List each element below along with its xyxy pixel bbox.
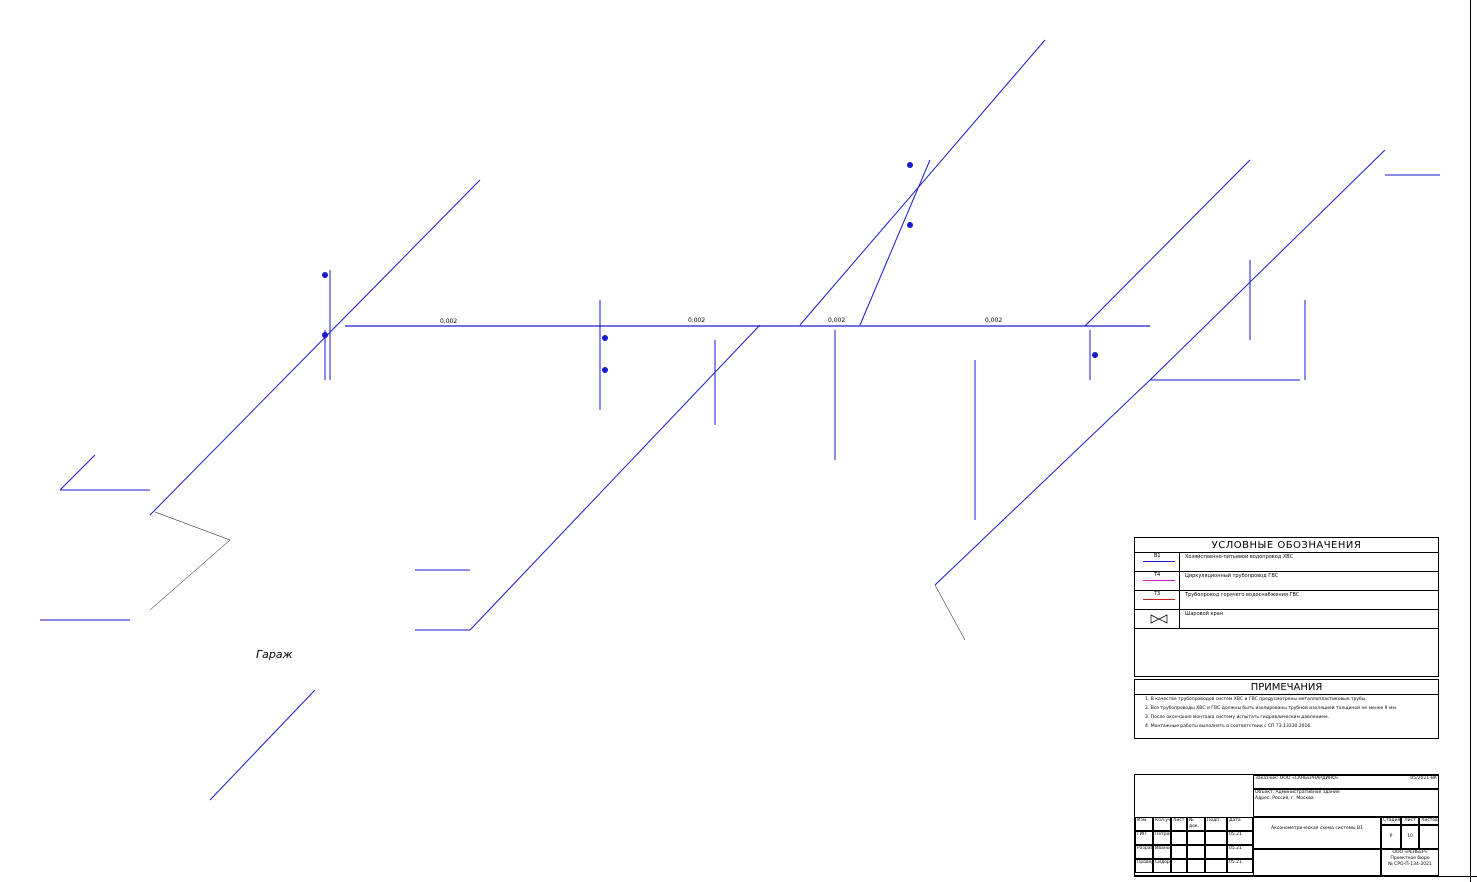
slope-label-1: 0,002 [688,317,705,324]
legend-title: УСЛОВНЫЕ ОБОЗНАЧЕНИЯ [1135,539,1438,553]
signature-cell: Иванов [1153,845,1171,859]
pipe-segment [149,539,231,611]
signature-cell: Кол.уч [1153,817,1171,831]
org-line: ООО «РЕНЬЕР» [1392,850,1428,855]
pipe-segment [934,584,966,641]
notes-title: ПРИМЕЧАНИЯ [1135,681,1438,695]
legend-symbol: Т4 [1139,572,1180,590]
pipe-segment [859,159,931,326]
org-line: № СРО-П-134-2021 [1388,862,1432,867]
note-item: 3. После окончания монтажа систему испыт… [1145,715,1329,720]
legend-symbol: Т3 [1139,591,1180,609]
note-item: 4. Монтажные работы выполнять в соответс… [1145,724,1312,729]
legend-text: Хозяйственно-питьевой водопровод ХВС [1185,554,1294,560]
note-item: 1. В качестве трубопроводов систем ХВС и… [1145,697,1367,702]
signature-cell: Проверил [1135,859,1153,873]
signature-cell: Подп. [1205,817,1227,831]
sheets-value [1419,825,1439,849]
signature-cell [1187,845,1205,859]
object-line: Объект: Административное здание [1255,790,1340,795]
address-line: Адрес: Россия, г. Москва [1255,796,1314,801]
pipe-segment [154,511,231,541]
signature-cell: Разработал [1135,845,1153,859]
valve-icon [1092,352,1098,358]
title-block: Заказчик: ООО «САНБЕРНАРДИНО»05/2021-ВК … [1134,774,1439,876]
valve-icon [907,162,913,168]
signature-cell [1205,831,1227,845]
signature-cell: Сидоров [1153,859,1171,873]
signature-cell: Петров [1153,831,1171,845]
pipe-segment [59,454,96,491]
project-code: 05/2021-ВК [1410,776,1437,781]
customer-cell: Заказчик: ООО «САНБЕРНАРДИНО» 05/2021-ВК [1253,775,1439,789]
pipe-segment [149,179,481,516]
pipe-segment [799,39,1046,326]
legend-text: Трубопровод горячего водоснабжения ГВС [1185,592,1300,598]
signature-cell: 05.21 [1227,845,1253,859]
legend-symbol: В1 [1139,553,1180,571]
legend: УСЛОВНЫЕ ОБОЗНАЧЕНИЯ В1 Хозяйственно-пит… [1134,537,1439,677]
sheet-header: Лист [1401,817,1419,825]
valve-icon [602,335,608,341]
legend-code: Т4 [1153,572,1162,578]
legend-row: Т4 Циркуляционный трубопровод ГВС [1135,572,1438,591]
sheet-value: 10 [1401,825,1419,849]
customer-line: Заказчик: ООО «САНБЕРНАРДИНО» [1255,776,1339,781]
signature-cell: № док. [1187,817,1205,831]
valve-icon [322,332,328,338]
valve-icon [907,222,913,228]
pipe-segment [469,324,761,631]
signature-cell [1205,845,1227,859]
signature-cell: 05.21 [1227,831,1253,845]
signature-cell [1187,831,1205,845]
legend-text: Циркуляционный трубопровод ГВС [1185,573,1279,579]
sheet-title: Аксонометрическая схема системы В1 [1271,826,1363,831]
org-line: Проектное бюро [1390,856,1430,861]
signature-cell [1187,859,1205,873]
frame-border-right [1470,0,1471,882]
pipe-segment [934,379,1151,586]
org-cell: ООО «РЕНЬЕР» Проектное бюро № СРО-П-134-… [1381,849,1439,876]
signature-cell [1171,845,1187,859]
valve-icon [602,367,608,373]
slope-label-3: 0,002 [985,317,1002,324]
signature-cell [1205,859,1227,873]
legend-text: Шаровой кран [1185,611,1224,617]
legend-code: Т3 [1153,591,1162,597]
legend-row: Т3 Трубопровод горячего водоснабжения ГВ… [1135,591,1438,610]
signature-cell: Дата [1227,817,1253,831]
pipe-network [40,39,1440,801]
signature-cell: Лист [1171,817,1187,831]
legend-row: Шаровой кран [1135,610,1438,629]
stage-value: Р [1381,825,1401,849]
pipe-segment [1149,149,1386,381]
sheets-header: Листов [1419,817,1439,825]
frame-border-bottom [1134,876,1477,877]
legend-code: В1 [1153,553,1162,559]
signature-cell [1171,831,1187,845]
signature-cell: 05.21 [1227,859,1253,873]
signature-cell [1171,859,1187,873]
sheet-title-cell: Аксонометрическая схема системы В1 [1253,817,1381,849]
valve-icon [322,272,328,278]
note-item: 2. Все трубопроводы ХВС и ГВС должны быт… [1145,706,1398,711]
pipe-segment [209,689,316,801]
stage-header: Стадия [1381,817,1401,825]
ball-valve-icon [1139,610,1180,628]
garage-label: Гараж [256,648,293,661]
signature-cell: Изм. [1135,817,1153,831]
pipe-segment [1084,159,1251,327]
signature-cell: ГИП [1135,831,1153,845]
notes: ПРИМЕЧАНИЯ 1. В качестве трубопроводов с… [1134,679,1439,739]
slope-label-2: 0,002 [828,317,845,324]
legend-row: В1 Хозяйственно-питьевой водопровод ХВС [1135,553,1438,572]
drawing-name-cell [1253,849,1381,876]
slope-label-4: 0,002 [440,318,457,325]
